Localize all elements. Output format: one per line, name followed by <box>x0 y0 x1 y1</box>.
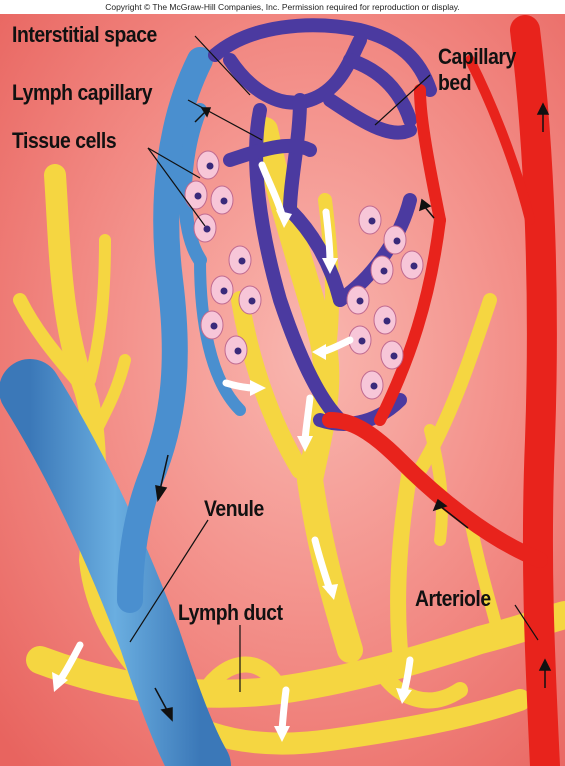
label-arteriole: Arteriole <box>415 586 491 612</box>
label-venule: Venule <box>204 496 264 522</box>
label-capillary-bed-line1: Capillary <box>438 46 516 68</box>
lymphatic-diagram <box>0 14 565 766</box>
flow-arrow <box>326 212 330 262</box>
copyright-notice: Copyright © The McGraw-Hill Companies, I… <box>0 0 565 14</box>
label-capillary-bed-line2: bed <box>438 72 471 94</box>
label-tissue-cells: Tissue cells <box>12 128 116 154</box>
label-lymph-duct: Lymph duct <box>178 600 283 626</box>
label-lymph-capillary: Lymph capillary <box>12 80 152 106</box>
flow-arrow <box>282 690 286 730</box>
arteriole-trunk <box>525 30 545 766</box>
label-interstitial-space: Interstitial space <box>12 22 157 48</box>
